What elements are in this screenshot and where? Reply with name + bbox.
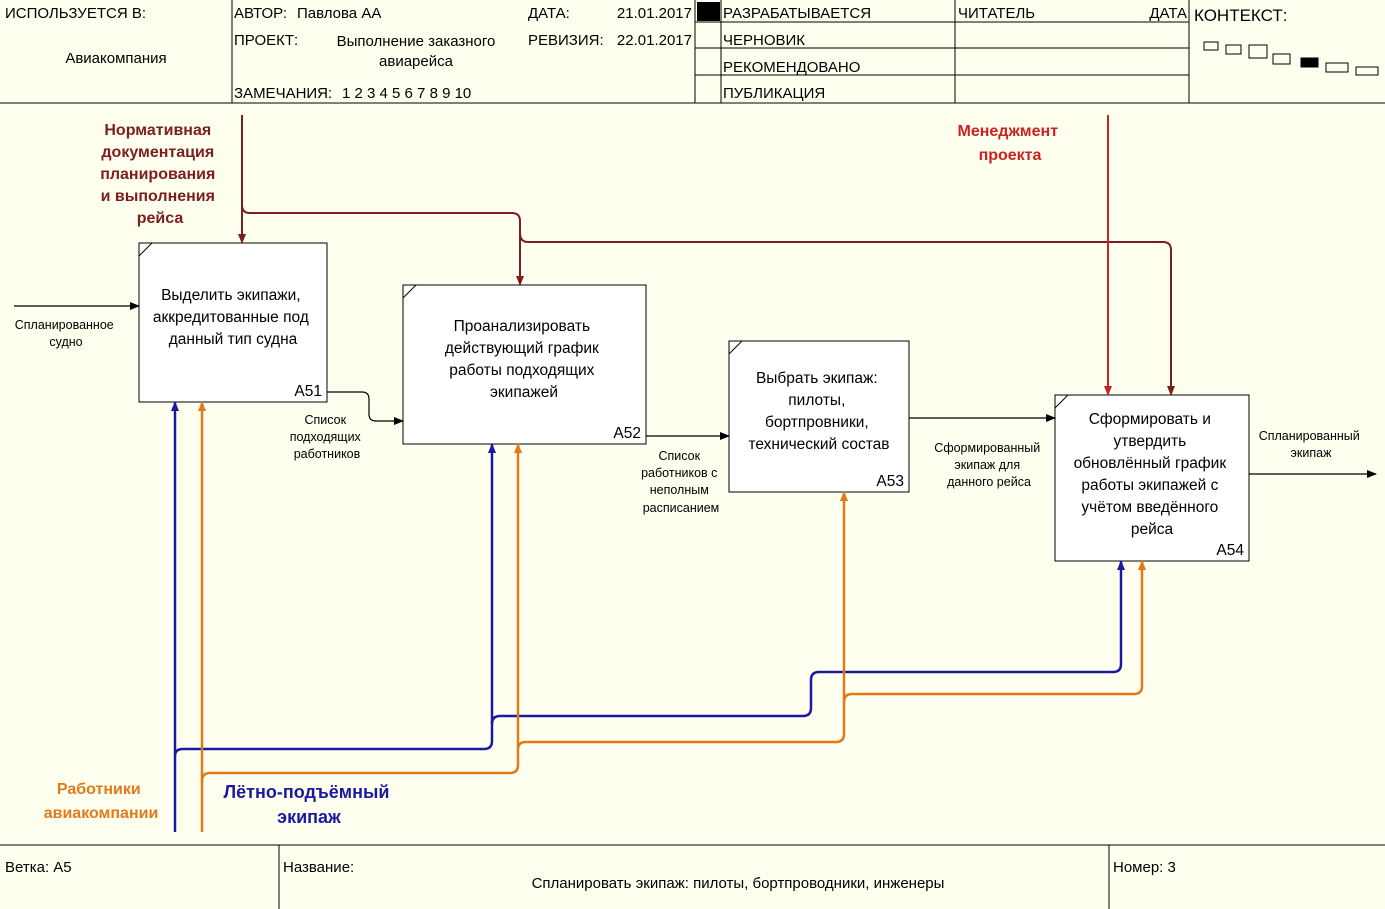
box-a51[interactable]: Выделить экипажи, аккредитованные под да…	[138, 242, 328, 403]
branch-label: Ветка: А5	[5, 859, 72, 876]
box-a54-line: работы экипажей с	[1081, 477, 1218, 494]
box-a52[interactable]: Проанализировать действующий график рабо…	[402, 284, 647, 445]
name-label: Название:	[283, 859, 354, 876]
box-a52-line: экипажей	[490, 384, 558, 401]
svg-text:Выбрать экипаж: пилоты,: Выбрать экипаж: пилоты, бортпровники, те…	[748, 370, 889, 453]
author-value: Павлова АА	[297, 5, 381, 22]
box-a53[interactable]: Выбрать экипаж: пилоты, бортпровники, те…	[728, 340, 910, 493]
arrow-normative-a52[interactable]	[241, 204, 524, 286]
reader-label: ЧИТАТЕЛЬ	[958, 5, 1035, 22]
box-a52-line: действующий график	[445, 340, 599, 357]
project-value-2: авиарейса	[379, 53, 454, 70]
flight-crew-arrows	[171, 401, 1125, 832]
label-suitable-workers: Список подходящих работников	[290, 413, 365, 461]
label-output-crew: Спланированный экипаж	[1259, 429, 1364, 460]
box-a54-id: A54	[1216, 542, 1244, 559]
number-label: Номер: 3	[1113, 859, 1176, 876]
box-a54[interactable]: Сформировать и утвердить обновлённый гра…	[1054, 394, 1250, 562]
label-project-management: Менеджмент проекта	[958, 123, 1063, 164]
status-draft: ЧЕРНОВИК	[723, 32, 805, 49]
context-minimap	[1203, 41, 1379, 76]
box-a54-line: Сформировать и	[1089, 411, 1211, 428]
label-normative-docs: Нормативная документация планирования и …	[100, 122, 220, 227]
svg-text:Выделить экипажи, аккред: Выделить экипажи, аккредитованные под да…	[153, 287, 313, 348]
author-label: АВТОР:	[234, 5, 287, 22]
box-a53-id: A53	[876, 473, 904, 490]
reader-date-label: ДАТА	[1149, 5, 1187, 22]
svg-text:Проанализировать действу: Проанализировать действующий график рабо…	[445, 318, 603, 401]
revision-value: 22.01.2017	[617, 32, 692, 49]
label-incomplete-schedule: Список работников с неполным расписанием	[641, 449, 721, 515]
box-a54-line: рейса	[1131, 521, 1174, 538]
notes-value: 1 2 3 4 5 6 7 8 9 10	[342, 85, 471, 102]
label-airline-workers: Работники авиакомпании	[44, 781, 159, 822]
box-a52-id: A52	[613, 425, 641, 442]
arrow-a51-to-a52[interactable]	[327, 391, 404, 425]
status-publication: ПУБЛИКАЦИЯ	[723, 85, 825, 102]
box-a54-line: обновлённый график	[1074, 455, 1227, 472]
box-a54-line: утвердить	[1114, 433, 1187, 450]
arrow-crew-a52[interactable]	[173, 443, 496, 757]
arrow-workers-a52[interactable]	[200, 443, 522, 782]
arrow-crew-a54[interactable]	[490, 560, 1125, 725]
box-a51-line: Выделить экипажи,	[161, 287, 301, 304]
footer-frame	[0, 844, 1385, 909]
box-a51-line: аккредитованные под	[153, 309, 309, 326]
arrow-workers-a53[interactable]	[516, 491, 848, 750]
label-planned-crew-flight: Сформированный экипаж для данного рейса	[934, 441, 1043, 489]
used-in-label: ИСПОЛЬЗУЕТСЯ В:	[5, 5, 146, 22]
label-input-vessel: Спланированное судно	[15, 318, 117, 349]
header-frame	[0, 0, 1385, 104]
revision-label: РЕВИЗИЯ:	[528, 32, 604, 49]
date-label: ДАТА:	[528, 5, 570, 22]
box-a51-line: данный тип судна	[169, 331, 298, 348]
project-label: ПРОЕКТ:	[234, 32, 298, 49]
status-developing: РАЗРАБАТЫВАЕТСЯ	[723, 5, 871, 22]
svg-text:Сформировать и утвердить: Сформировать и утвердить обновлённый гра…	[1074, 411, 1231, 538]
arrow-labels: Спланированное судно Список подходящих р…	[15, 318, 1364, 515]
used-in-value: Авиакомпания	[65, 50, 166, 67]
context-label: КОНТЕКСТ:	[1194, 6, 1287, 25]
status-current-marker	[697, 2, 720, 21]
date-value: 21.01.2017	[617, 5, 692, 22]
header-texts: ИСПОЛЬЗУЕТСЯ В: Авиакомпания АВТОР: Павл…	[5, 5, 1287, 102]
box-a53-line: Выбрать экипаж:	[756, 370, 878, 387]
box-a54-line: учётом введённого	[1081, 499, 1218, 516]
arrow-workers-a54[interactable]	[842, 560, 1146, 703]
normative-arrows	[238, 115, 1175, 396]
tunnel-labels: Нормативная документация планирования и …	[44, 122, 1063, 827]
box-a53-line: технический состав	[748, 436, 889, 453]
notes-label: ЗАМЕЧАНИЯ:	[234, 85, 332, 102]
airline-workers-arrows	[198, 401, 1146, 832]
label-flight-crew: Лётно-подъёмный экипаж	[224, 782, 395, 827]
arrow-normative-a54[interactable]	[519, 232, 1175, 396]
name-value: Спланировать экипаж: пилоты, бортпроводн…	[532, 875, 945, 892]
box-a52-line: Проанализировать	[454, 318, 590, 335]
status-recommended: РЕКОМЕНДОВАНО	[723, 59, 860, 76]
project-value-1: Выполнение заказного	[337, 33, 496, 50]
box-a53-line: бортпровники,	[765, 414, 869, 431]
box-a52-line: работы подходящих	[449, 362, 594, 379]
footer-texts: Ветка: А5 Название: Спланировать экипаж:…	[5, 859, 1176, 892]
box-a51-id: A51	[294, 383, 322, 400]
flow-arrows	[14, 302, 1377, 478]
box-a53-line: пилоты,	[788, 392, 845, 409]
